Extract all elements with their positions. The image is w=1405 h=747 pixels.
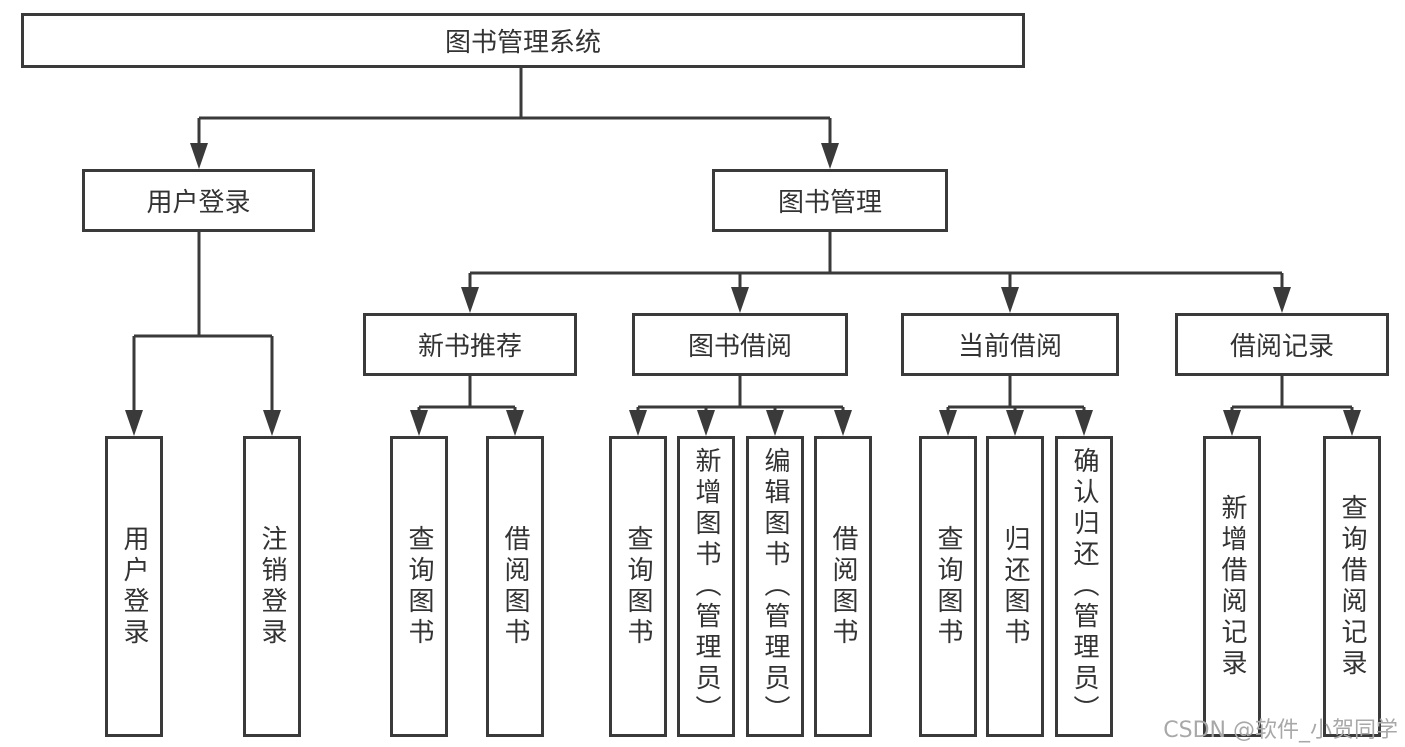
leaf-confirm-return-admin: 确认归还（管理员）	[1055, 436, 1113, 737]
node-book-borrow: 图书借阅	[632, 313, 848, 376]
leaf-label: 归还图书	[1000, 524, 1030, 649]
leaf-label: 查询图书	[404, 524, 434, 649]
node-user-login: 用户登录	[82, 169, 315, 232]
leaf-label: 新增借阅记录	[1217, 493, 1247, 680]
csdn-watermark: CSDN @软件_小贺同学	[1163, 718, 1398, 743]
node-current-borrow: 当前借阅	[901, 313, 1119, 376]
node-new-book-recommend: 新书推荐	[363, 313, 577, 376]
leaf-return-books: 归还图书	[986, 436, 1044, 737]
leaf-query-books-borrow: 查询图书	[609, 436, 667, 737]
leaf-label: 编辑图书（管理员）	[760, 447, 790, 726]
node-library-system: 图书管理系统	[21, 13, 1025, 68]
node-book-management: 图书管理	[712, 169, 948, 232]
leaf-query-borrow-record: 查询借阅记录	[1323, 436, 1381, 737]
leaf-logout: 注销登录	[243, 436, 301, 737]
connector-book-borrow-children	[629, 376, 852, 436]
leaf-label: 新增图书（管理员）	[691, 447, 721, 726]
leaf-label: 借阅图书	[828, 524, 858, 649]
leaf-label: 查询图书	[623, 524, 653, 649]
connector-user-login-children	[125, 232, 281, 436]
connector-book-management-to-level3	[461, 232, 1291, 313]
leaf-label: 查询借阅记录	[1337, 493, 1367, 680]
leaf-add-book-admin: 新增图书（管理员）	[677, 436, 735, 737]
leaf-query-books-recommend: 查询图书	[390, 436, 448, 737]
connector-current-borrow-children	[939, 376, 1093, 436]
connector-borrow-records-children	[1223, 376, 1361, 436]
leaf-add-borrow-record: 新增借阅记录	[1203, 436, 1261, 737]
node-borrow-records: 借阅记录	[1175, 313, 1389, 376]
leaf-borrow-books-recommend: 借阅图书	[486, 436, 544, 737]
connector-new-book-recommend-children	[410, 376, 524, 436]
leaf-borrow-books-borrow: 借阅图书	[814, 436, 872, 737]
leaf-label: 确认归还（管理员）	[1069, 447, 1099, 726]
leaf-edit-book-admin: 编辑图书（管理员）	[746, 436, 804, 737]
connector-root-to-level2	[190, 68, 839, 169]
leaf-user-login: 用户登录	[105, 436, 163, 737]
leaf-label: 查询图书	[933, 524, 963, 649]
leaf-label: 用户登录	[119, 524, 149, 649]
leaf-query-books-current: 查询图书	[919, 436, 977, 737]
leaf-label: 借阅图书	[500, 524, 530, 649]
leaf-label: 注销登录	[257, 524, 287, 649]
